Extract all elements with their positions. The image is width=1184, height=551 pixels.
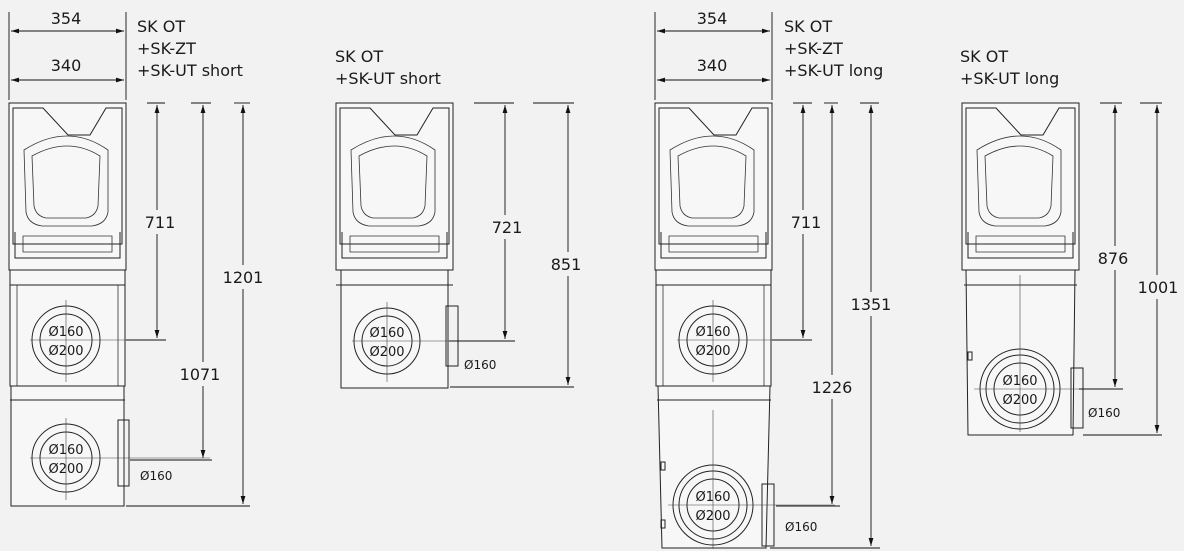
- top-module: [8, 102, 127, 271]
- bottom-module: Ø160 Ø200 Ø160: [10, 385, 210, 507]
- side-port-label: Ø160: [464, 358, 496, 372]
- height-label: 711: [791, 213, 822, 232]
- assembly-1: 354 340 SK OT +SK-ZT +SK-UT short: [8, 9, 268, 507]
- height-label: 1001: [1138, 278, 1179, 297]
- width-outer-label: 354: [697, 9, 728, 28]
- port-inner-label: Ø160: [695, 490, 730, 505]
- height-dimension-1: 711: [126, 102, 180, 341]
- height-label: 876: [1098, 249, 1129, 268]
- port-outer-label: Ø200: [1002, 393, 1037, 408]
- height-label: 711: [145, 213, 176, 232]
- side-port-label: Ø160: [785, 520, 817, 534]
- height-label: 1351: [851, 295, 892, 314]
- width-dimension-inner: 340: [657, 56, 770, 83]
- width-dimension-inner: 340: [11, 56, 124, 83]
- bottom-module: Ø160 Ø200 Ø160: [964, 269, 1122, 436]
- height-label: 1071: [180, 365, 221, 384]
- port-outer-label: Ø200: [48, 462, 83, 477]
- width-dimension-outer: 354: [8, 9, 127, 100]
- height-dimension-3: 1201: [126, 102, 268, 507]
- height-label: 1226: [812, 378, 853, 397]
- height-dimension-1: 711: [772, 102, 826, 341]
- caption-line-3: +SK-UT short: [137, 61, 243, 80]
- height-dimension-2: 851: [450, 102, 584, 388]
- middle-module: Ø160 Ø200: [9, 269, 160, 387]
- bottom-module: Ø160 Ø200 Ø160: [657, 385, 835, 549]
- assembly-3: 354 340 SK OT +SK-ZT +SK-UT long: [654, 9, 898, 549]
- caption-line-1: SK OT: [784, 17, 832, 36]
- caption-line-1: SK OT: [137, 17, 185, 36]
- height-dimension-2: 1001: [1083, 102, 1182, 436]
- width-inner-label: 340: [697, 56, 728, 75]
- caption-line-2: +SK-ZT: [137, 39, 196, 58]
- height-label: 721: [492, 218, 523, 237]
- caption-line-1: SK OT: [335, 47, 383, 66]
- port-outer-label: Ø200: [369, 345, 404, 360]
- port-outer-label: Ø200: [695, 344, 730, 359]
- port-outer-label: Ø200: [48, 344, 83, 359]
- height-label: 1201: [223, 268, 264, 287]
- side-port-label: Ø160: [140, 469, 172, 483]
- side-port-label: Ø160: [1088, 406, 1120, 420]
- height-dimension-2: 1071: [130, 102, 224, 461]
- caption-line-3: +SK-UT long: [784, 61, 883, 80]
- port-inner-label: Ø160: [48, 325, 83, 340]
- top-module: [654, 102, 773, 271]
- bottom-module: Ø160 Ø200 Ø160: [336, 269, 496, 389]
- caption-line-2: +SK-UT long: [960, 69, 1059, 88]
- width-dimension-outer: 354: [654, 9, 773, 100]
- top-module: [335, 102, 454, 271]
- height-dimension-1: 721: [449, 102, 526, 342]
- width-inner-label: 340: [51, 56, 82, 75]
- caption-line-1: SK OT: [960, 47, 1008, 66]
- port-outer-label: Ø200: [695, 509, 730, 524]
- assembly-4: SK OT +SK-UT long Ø160 Ø200 Ø160: [960, 47, 1182, 436]
- caption-line-2: +SK-ZT: [784, 39, 843, 58]
- port-inner-label: Ø160: [48, 443, 83, 458]
- height-dimension-2: 1226: [776, 102, 859, 507]
- assembly-2: SK OT +SK-UT short Ø160 Ø200 Ø160: [335, 47, 584, 389]
- width-outer-label: 354: [51, 9, 82, 28]
- port-inner-label: Ø160: [695, 325, 730, 340]
- height-label: 851: [551, 255, 582, 274]
- port-inner-label: Ø160: [1002, 374, 1037, 389]
- middle-module: Ø160 Ø200: [655, 269, 812, 387]
- height-dimension-3: 1351: [770, 102, 898, 549]
- height-dimension-1: 876: [1079, 102, 1132, 390]
- top-module: [961, 102, 1080, 271]
- caption-line-2: +SK-UT short: [335, 69, 441, 88]
- port-inner-label: Ø160: [369, 326, 404, 341]
